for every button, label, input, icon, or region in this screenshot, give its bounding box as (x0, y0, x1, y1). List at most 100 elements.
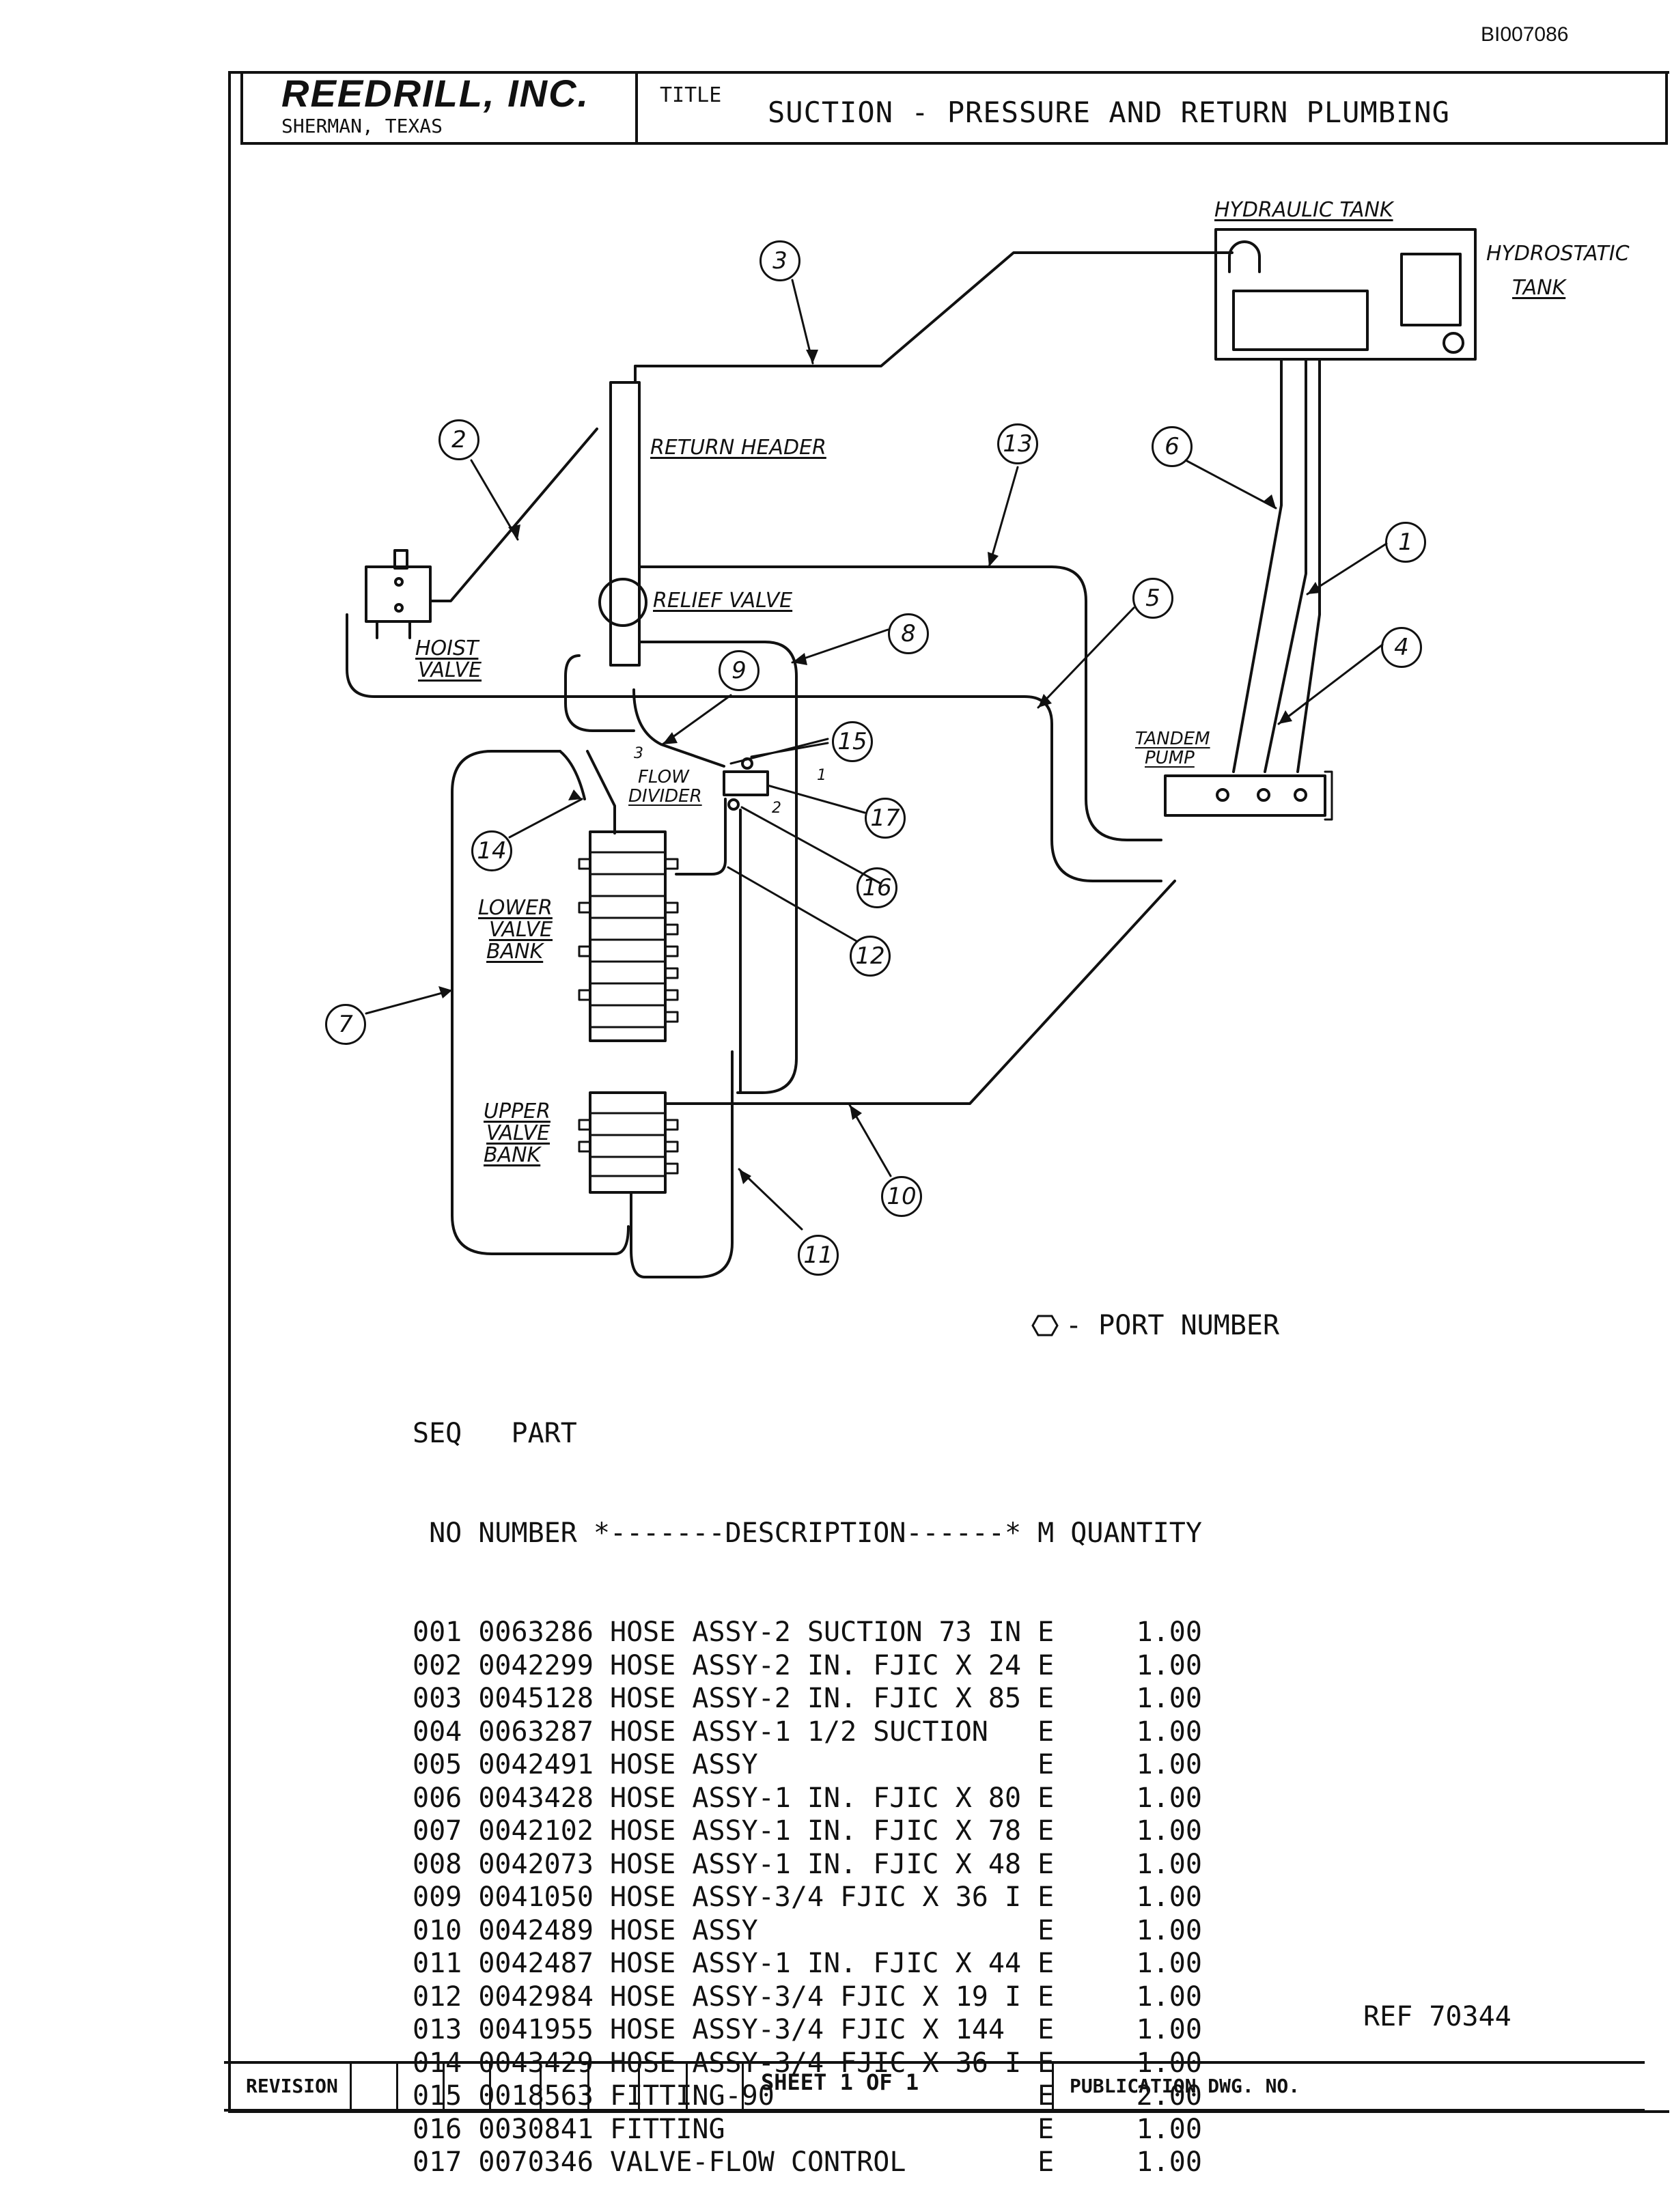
parts-cell-m: E (1037, 2080, 1055, 2112)
upper-valve-bank (578, 1091, 679, 1194)
callout-5: 5 (1132, 578, 1173, 619)
upper-valve-bank-label-3: BANK (484, 1143, 541, 1167)
sheet-label: SHEET 1 OF 1 (761, 2069, 919, 2095)
parts-cell-part: 0063286 (478, 1616, 594, 1648)
company-location: SHERMAN, TEXAS (281, 115, 443, 137)
parts-cell-m: E (1037, 1616, 1055, 1648)
parts-cell-m: E (1037, 1716, 1055, 1748)
port-number-legend: - PORT NUMBER (1031, 1310, 1279, 1341)
hoist-valve-label-1: HOIST (415, 636, 479, 660)
parts-cell-desc: HOSE ASSY-1 IN. FJIC X 44 (609, 1948, 1022, 1979)
parts-cell-seq: 013 (413, 2014, 462, 2045)
lower-valve-bank (578, 830, 679, 1042)
parts-cell-qty: 1.00 (1136, 1616, 1202, 1648)
callout-10: 10 (881, 1176, 922, 1217)
parts-cell-m: E (1037, 1980, 1055, 2013)
parts-cell-m: E (1037, 1782, 1055, 1814)
footer-divider (350, 2061, 352, 2112)
callout-14: 14 (471, 830, 512, 871)
hose-1 (1264, 358, 1307, 773)
footer-divider (396, 2061, 398, 2112)
parts-header-1: SEQ PART (413, 1418, 577, 1449)
parts-cell-seq: 006 (413, 1782, 462, 1814)
parts-cell-qty: 1.00 (1136, 1948, 1202, 1979)
footer-divider (1052, 2061, 1054, 2112)
parts-cell-seq: 008 (413, 1848, 462, 1880)
port-number-2: 2 (772, 800, 781, 817)
parts-cell-seq: 002 (413, 1649, 462, 1681)
hydrostatic-tank-label-2: TANK (1512, 276, 1566, 300)
parts-cell-part: 0042487 (478, 1948, 594, 1979)
parts-cell-qty: 1.00 (1136, 1980, 1202, 2013)
parts-cell-seq: 016 (413, 2113, 462, 2145)
parts-cell-seq: 011 (413, 1948, 462, 1979)
parts-cell-qty: 1.00 (1136, 1716, 1202, 1748)
tank-window (1232, 290, 1369, 351)
hose-7 (451, 750, 630, 1255)
lower-valve-bank-label-1: LOWER (478, 896, 553, 920)
parts-cell-qty: 1.00 (1136, 1782, 1202, 1814)
parts-cell-m: E (1037, 1881, 1055, 1913)
parts-cell-qty: 1.00 (1136, 1881, 1202, 1913)
hose-13 (638, 565, 1162, 841)
footer-divider (540, 2061, 542, 2112)
callout-13: 13 (997, 423, 1038, 464)
parts-cell-seq: 005 (413, 1749, 462, 1780)
return-header (609, 381, 641, 667)
title-label: TITLE (660, 83, 722, 107)
company-name: REEDRILL, INC. (281, 72, 590, 115)
callout-6: 6 (1152, 426, 1193, 467)
callout-4: 4 (1381, 627, 1422, 668)
parts-cell-part: 0018563 (478, 2080, 594, 2112)
parts-cell-qty: 1.00 (1136, 1749, 1202, 1780)
hose-14 (586, 750, 616, 835)
plumbing-diagram (346, 228, 1477, 1278)
parts-header-2: NO NUMBER *-------DESCRIPTION------* M Q… (413, 1517, 1202, 1549)
parts-row: 005 0042491 HOSE ASSY E 1.00 (413, 1748, 1202, 1782)
port-number-3: 3 (634, 745, 643, 762)
hydrostatic-tank-label-1: HYDROSTATIC (1486, 242, 1630, 266)
callout-3: 3 (760, 240, 800, 281)
parts-cell-desc: HOSE ASSY (609, 1749, 758, 1780)
parts-cell-m: E (1037, 2113, 1055, 2145)
parts-cell-seq: 015 (413, 2080, 462, 2112)
parts-cell-part: 0063287 (478, 1716, 594, 1748)
parts-cell-m: E (1037, 1649, 1055, 1681)
parts-cell-desc: HOSE ASSY-1 IN. FJIC X 80 (609, 1782, 1022, 1814)
footer-block (224, 2061, 1645, 2112)
parts-cell-qty: 1.00 (1136, 1848, 1202, 1880)
document-id: BI007086 (1481, 23, 1569, 46)
relief-valve-label: RELIEF VALVE (653, 589, 793, 613)
parts-cell-seq: 017 (413, 2146, 462, 2178)
hose-9 (632, 688, 725, 768)
parts-cell-qty: 1.00 (1136, 2146, 1202, 2178)
parts-cell-part: 0042984 (478, 1980, 594, 2013)
port-number-1: 1 (817, 767, 826, 784)
hoist-valve-label-2: VALVE (418, 658, 482, 682)
parts-cell-qty: 1.00 (1136, 2014, 1202, 2045)
parts-cell-m: E (1037, 1749, 1055, 1780)
parts-cell-m: E (1037, 1914, 1055, 1946)
footer-divider (638, 2061, 640, 2112)
parts-cell-desc: FITTING (609, 2113, 725, 2145)
parts-cell-part: 0042491 (478, 1749, 594, 1780)
parts-cell-desc: HOSE ASSY-3/4 FJIC X 19 I (609, 1980, 1022, 2013)
footer-divider (587, 2061, 589, 2112)
parts-cell-part: 0042489 (478, 1914, 594, 1946)
drawing-title: SUCTION - PRESSURE AND RETURN PLUMBING (768, 96, 1450, 129)
parts-cell-part: 0045128 (478, 1683, 594, 1714)
callout-7: 7 (325, 1004, 366, 1045)
parts-cell-qty: 1.00 (1136, 1914, 1202, 1946)
tank-cap (1443, 332, 1464, 354)
hose-3 (634, 251, 1234, 367)
parts-cell-desc: HOSE ASSY-2 SUCTION 73 IN (609, 1616, 1022, 1648)
parts-cell-desc: HOSE ASSY-3/4 FJIC X 36 I (609, 1881, 1022, 1913)
parts-cell-desc: HOSE ASSY-3/4 FJIC X 144 (609, 2014, 1005, 2045)
parts-cell-m: E (1037, 1948, 1055, 1979)
